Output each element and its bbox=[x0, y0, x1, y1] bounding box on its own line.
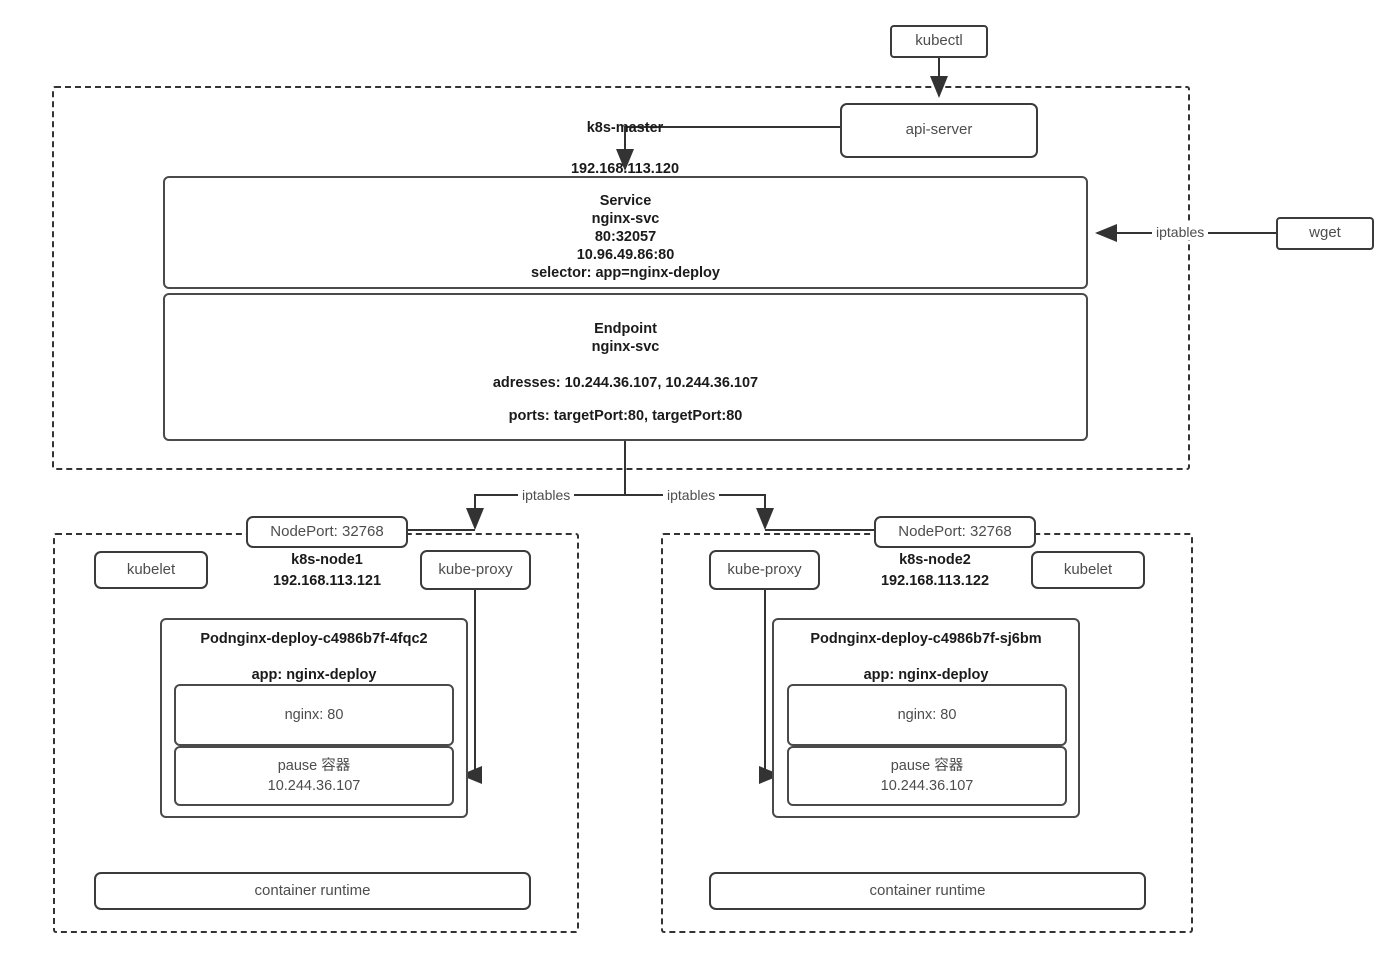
node2-container-runtime-box[interactable]: container runtime bbox=[709, 872, 1146, 910]
node2-kubelet-label: kubelet bbox=[1063, 560, 1113, 578]
service-heading: Service bbox=[599, 193, 652, 209]
node2-kubelet-box[interactable]: kubelet bbox=[1031, 551, 1145, 589]
node1-pause-ip: 10.244.36.107 bbox=[267, 778, 361, 794]
node2-pause-label: pause 容器 bbox=[890, 757, 964, 774]
node1-nodeport-box[interactable]: NodePort: 32768 bbox=[246, 516, 408, 548]
node1-container-runtime-box[interactable]: container runtime bbox=[94, 872, 531, 910]
master-ip: 192.168.113.120 bbox=[570, 160, 680, 177]
node2-nodeport-label: NodePort: 32768 bbox=[898, 522, 1012, 540]
node2-container-runtime-label: container runtime bbox=[869, 881, 986, 899]
node1-kubelet-box[interactable]: kubelet bbox=[94, 551, 208, 589]
node2-container-pause: pause 容器 10.244.36.107 bbox=[787, 746, 1067, 806]
node2-kubeproxy-label: kube-proxy bbox=[727, 560, 802, 578]
endpoint-heading: Endpoint bbox=[594, 321, 657, 337]
node1-kubelet-label: kubelet bbox=[126, 560, 176, 578]
node1-nodeport-label: NodePort: 32768 bbox=[270, 522, 384, 540]
endpoint-panel: Endpoint nginx-svc adresses: 10.244.36.1… bbox=[163, 293, 1088, 441]
endpoint-ports: ports: targetPort:80, targetPort:80 bbox=[508, 408, 743, 424]
endpoint-addresses: adresses: 10.244.36.107, 10.244.36.107 bbox=[492, 375, 759, 391]
service-ports: 80:32057 bbox=[594, 229, 657, 245]
api-server-label: api-server bbox=[905, 121, 973, 139]
node2-kubeproxy-box[interactable]: kube-proxy bbox=[709, 550, 820, 590]
kubectl-label: kubectl bbox=[915, 32, 963, 50]
node1-container-runtime-label: container runtime bbox=[254, 881, 371, 899]
node2-name: k8s-node2 bbox=[899, 552, 971, 568]
node1-name: k8s-node1 bbox=[291, 552, 363, 568]
service-panel: Service nginx-svc 80:32057 10.96.49.86:8… bbox=[163, 176, 1088, 289]
api-server-box[interactable]: api-server bbox=[840, 103, 1038, 158]
wget-label: wget bbox=[1309, 224, 1341, 242]
node1-heading: k8s-node1 192.168.113.121 bbox=[230, 550, 424, 591]
node1-pause-label: pause 容器 bbox=[277, 757, 351, 774]
node1-ip: 192.168.113.121 bbox=[272, 572, 382, 589]
node2-nodeport-box[interactable]: NodePort: 32768 bbox=[874, 516, 1036, 548]
master-name: k8s-master bbox=[586, 120, 664, 137]
node1-pod-app: app: nginx-deploy bbox=[251, 667, 377, 683]
node2-container-nginx: nginx: 80 bbox=[787, 684, 1067, 746]
service-name: nginx-svc bbox=[591, 211, 660, 227]
node1-container-nginx: nginx: 80 bbox=[174, 684, 454, 746]
node2-pod-app: app: nginx-deploy bbox=[863, 667, 989, 683]
wget-box[interactable]: wget bbox=[1276, 217, 1374, 250]
node2-ip: 192.168.113.122 bbox=[880, 572, 990, 589]
node1-kubeproxy-label: kube-proxy bbox=[438, 560, 513, 578]
node2-pause-ip: 10.244.36.107 bbox=[880, 778, 974, 794]
iptables-wget-label: iptables bbox=[1152, 224, 1209, 240]
iptables-node2-label: iptables bbox=[663, 487, 720, 503]
node2-pod-title: Podnginx-deploy-c4986b7f-sj6bm bbox=[810, 631, 1042, 647]
node1-container-pause: pause 容器 10.244.36.107 bbox=[174, 746, 454, 806]
kubectl-box[interactable]: kubectl bbox=[890, 25, 988, 58]
node1-nginx-label: nginx: 80 bbox=[284, 706, 344, 723]
iptables-node1-label: iptables bbox=[518, 487, 575, 503]
node2-heading: k8s-node2 192.168.113.122 bbox=[838, 550, 1032, 591]
node1-pod-title: Podnginx-deploy-c4986b7f-4fqc2 bbox=[200, 631, 428, 647]
master-heading: k8s-master 192.168.113.120 bbox=[500, 98, 750, 199]
service-cluster-ip: 10.96.49.86:80 bbox=[576, 247, 675, 263]
node2-nginx-label: nginx: 80 bbox=[897, 706, 957, 723]
service-selector: selector: app=nginx-deploy bbox=[531, 265, 720, 281]
endpoint-name: nginx-svc bbox=[591, 339, 660, 355]
node1-kubeproxy-box[interactable]: kube-proxy bbox=[420, 550, 531, 590]
k8s-master-zone bbox=[52, 86, 1190, 470]
